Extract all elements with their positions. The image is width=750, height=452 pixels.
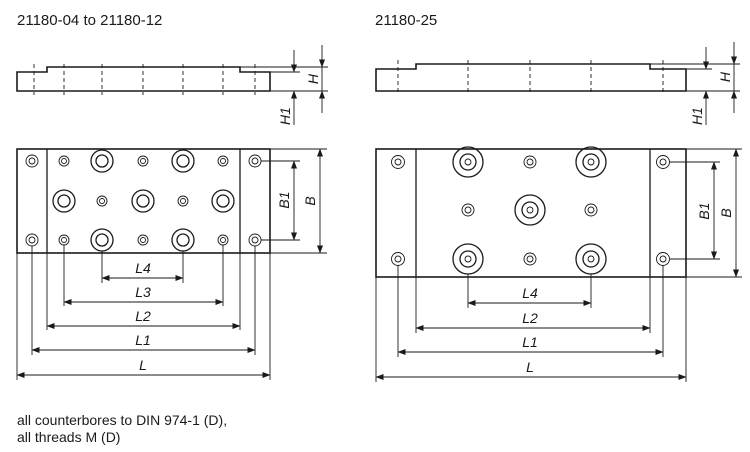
dim-label-b-right: B <box>718 208 734 217</box>
right-top-view <box>375 146 742 382</box>
dim-label-b1-right: B1 <box>696 202 712 219</box>
dim-label-l-left: L <box>139 357 147 373</box>
note-threads: all threads M (D) <box>17 429 121 445</box>
dim-label-b1-left: B1 <box>276 191 292 208</box>
right-view-title: 21180-25 <box>375 12 438 29</box>
left-top-view <box>16 148 327 380</box>
dim-label-l2-right: L2 <box>522 310 538 326</box>
left-view-title: 21180-04 to 21180-12 <box>17 12 163 29</box>
note-counterbores: all counterbores to DIN 974-1 (D), <box>17 412 228 428</box>
dim-label-h-left: H <box>305 73 321 84</box>
dim-label-l4-left: L4 <box>135 260 151 276</box>
dim-label-l2-left: L2 <box>135 308 151 324</box>
dim-label-h1-right: H1 <box>689 107 705 125</box>
dim-label-l3-left: L3 <box>135 284 151 300</box>
dim-label-l4-right: L4 <box>522 285 538 301</box>
dim-label-h1-left: H1 <box>277 107 293 125</box>
dim-label-b-left: B <box>302 196 318 205</box>
left-side-view <box>16 45 328 125</box>
dim-label-l1-right: L1 <box>522 334 538 350</box>
dim-label-l1-left: L1 <box>135 332 151 348</box>
right-side-view <box>375 42 740 125</box>
dim-label-l-right: L <box>526 359 534 375</box>
dim-label-h-right: H <box>717 71 733 82</box>
